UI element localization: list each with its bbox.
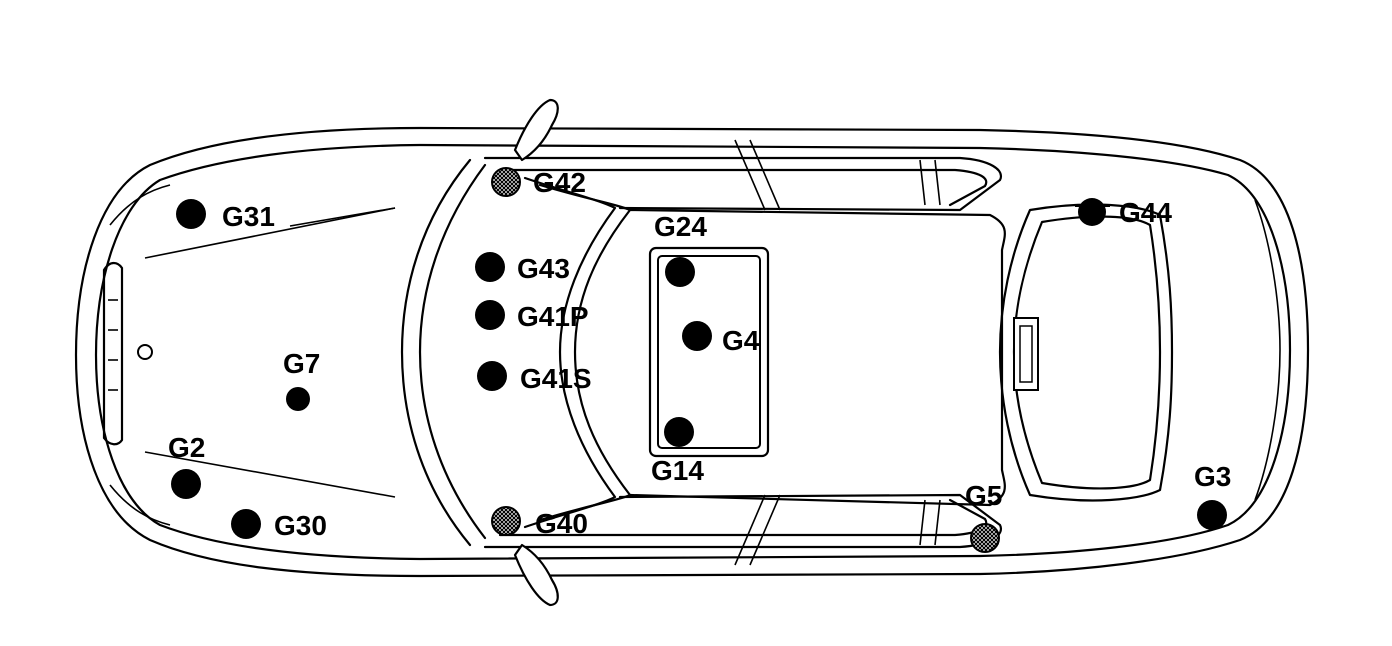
ground-point-g30[interactable]: G30: [231, 509, 327, 541]
mirrors: [513, 98, 559, 607]
ground-point-label: G41S: [520, 363, 592, 394]
ground-point-label: G4: [722, 325, 760, 356]
ground-point-marker: [1078, 198, 1106, 226]
ground-point-marker: [491, 506, 521, 536]
roof: [628, 208, 1006, 507]
ground-point-label: G30: [274, 510, 327, 541]
ground-point-label: G3: [1194, 461, 1231, 492]
ground-point-label: G2: [168, 432, 205, 463]
ground-point-marker: [970, 523, 1000, 553]
ground-point-label: G42: [533, 167, 586, 198]
ground-point-marker: [231, 509, 261, 539]
ground-point-label: G44: [1119, 197, 1172, 228]
ground-point-label: G43: [517, 253, 570, 284]
ground-point-label: G41P: [517, 301, 589, 332]
ground-point-marker: [665, 257, 695, 287]
ground-point-marker: [491, 167, 521, 197]
ground-point-marker: [286, 387, 310, 411]
ground-point-g41p[interactable]: G41P: [475, 300, 589, 332]
right-mirror: [513, 543, 559, 607]
front-grille: [102, 261, 153, 446]
sunroof-inner: [657, 255, 761, 449]
ground-point-label: G7: [283, 348, 320, 379]
car-body: [74, 126, 1310, 578]
ground-point-g42[interactable]: G42: [491, 167, 586, 198]
rear-window-handle: [1013, 317, 1039, 391]
left-mirror: [513, 98, 559, 162]
ground-point-marker: [477, 361, 507, 391]
ground-point-g24[interactable]: G24: [654, 211, 707, 287]
ground-point-marker: [475, 300, 505, 330]
ground-point-marker: [475, 252, 505, 282]
ground-point-label: G31: [222, 201, 275, 232]
ground-point-g4[interactable]: G4: [682, 321, 760, 356]
ground-point-marker: [682, 321, 712, 351]
ground-point-g40[interactable]: G40: [491, 506, 588, 539]
ground-point-g31[interactable]: G31: [176, 199, 396, 232]
ground-point-g7[interactable]: G7: [283, 348, 320, 411]
ground-point-label: G40: [535, 508, 588, 539]
ground-point-g3[interactable]: G3: [1194, 461, 1231, 530]
ground-point-label: G24: [654, 211, 707, 242]
ground-point-marker: [176, 199, 206, 229]
ground-point-label: G5: [965, 480, 1002, 511]
ground-point-g43[interactable]: G43: [475, 252, 570, 284]
ground-point-g14[interactable]: G14: [651, 417, 704, 486]
ground-point-marker: [1197, 500, 1227, 530]
ground-point-marker: [171, 469, 201, 499]
ground-point-g41s[interactable]: G41S: [477, 361, 592, 394]
ground-point-g44[interactable]: G44: [1075, 197, 1172, 228]
ground-points: G31 G42 G43 G41P G41S G24 G4: [168, 167, 1231, 553]
ground-point-marker: [664, 417, 694, 447]
ground-point-g2[interactable]: G2: [168, 432, 205, 499]
rear-window: [998, 203, 1174, 502]
front-emblem: [137, 344, 153, 360]
hood-creases: [144, 207, 396, 498]
windshield: [400, 158, 632, 547]
ground-point-label: G14: [651, 455, 704, 486]
ground-point-g5[interactable]: G5: [965, 480, 1002, 553]
sunroof-outer: [648, 246, 770, 458]
